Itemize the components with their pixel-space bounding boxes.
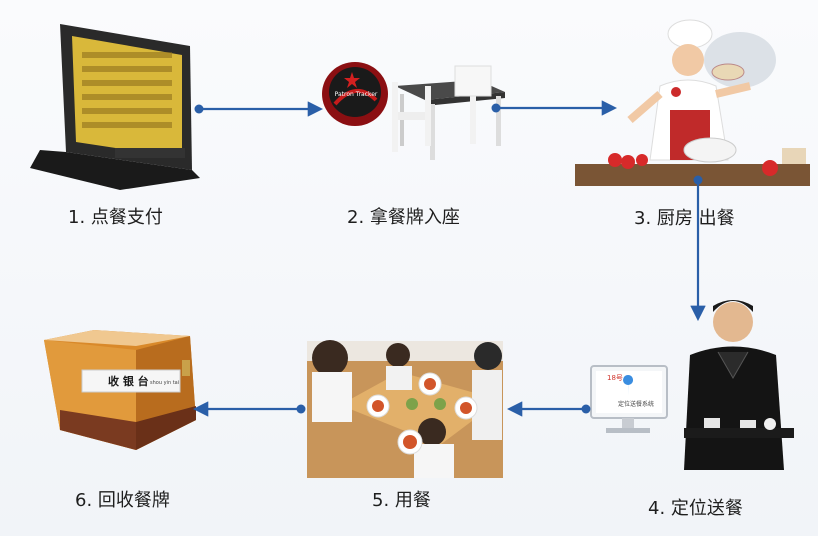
- pager-brand-text: Patron Tracker: [335, 91, 378, 98]
- arrow-3-to-4: [690, 175, 706, 322]
- step-label-2: 2. 拿餐牌入座: [347, 207, 460, 228]
- step-label-4: 4. 定位送餐: [648, 498, 743, 519]
- arrow-2-to-3: [491, 100, 618, 116]
- arrow-5-to-6: [192, 401, 306, 417]
- arrow-4-to-5: [506, 401, 591, 417]
- arrow-1-to-2: [194, 101, 324, 117]
- monitor-body-text: 定位送餐系统: [618, 400, 654, 408]
- step-label-3: 3. 厨房 出餐: [634, 208, 735, 229]
- monitor-title-text: 18号: [607, 374, 623, 382]
- counter-sign-small-text: shou yin tai: [150, 380, 179, 386]
- counter-sign-text: 收 银 台: [108, 374, 149, 388]
- step-label-5: 5. 用餐: [372, 490, 431, 511]
- step-label-6: 6. 回收餐牌: [75, 490, 170, 511]
- step-label-1: 1. 点餐支付: [68, 207, 163, 228]
